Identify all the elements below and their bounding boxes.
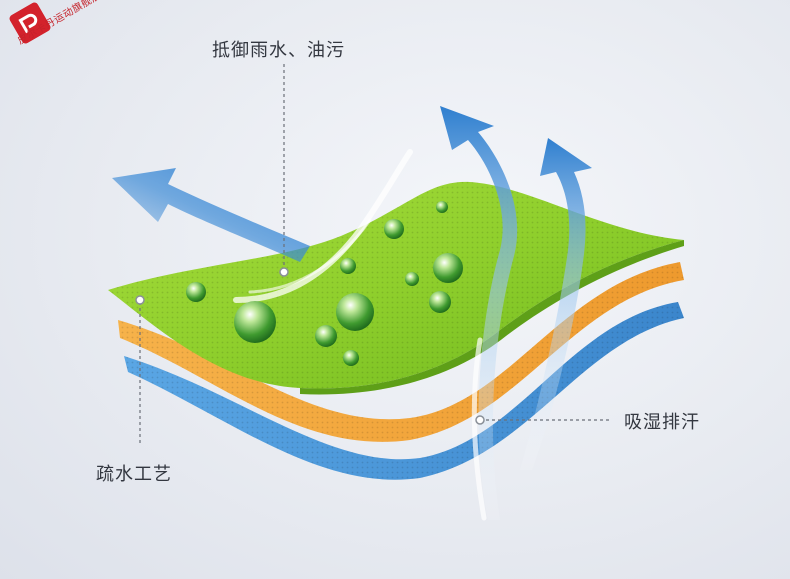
brand-logo: 皮尔卡丹运动旗舰店 [6,0,126,60]
callout-hydrophobic: 疏水工艺 [96,464,172,485]
water-droplet [384,219,404,239]
callout-dots [135,267,485,425]
water-droplet [186,282,206,302]
orange-layer [118,262,684,442]
brand-logo-mark [8,1,52,45]
evaporation-arrow-right [520,138,592,470]
water-droplet [433,253,463,283]
water-droplet [405,272,419,286]
water-droplet [336,293,374,331]
callout-wicking: 吸湿排汗 [624,412,700,433]
vapor-wisps [233,149,487,521]
blue-layer [124,302,684,480]
water-droplet [315,325,337,347]
callout-dot-hydrophobic [135,295,145,305]
water-droplet [343,350,359,366]
water-droplet [234,301,276,343]
evaporation-arrow-left [112,168,310,262]
water-droplet [340,258,356,274]
water-droplet [429,291,451,313]
evaporation-arrow-middle [440,106,518,520]
callout-leaders [139,64,612,446]
callout-waterproof: 抵御雨水、油污 [212,40,345,61]
water-droplets [186,201,463,366]
callout-dot-wicking [475,415,485,425]
callout-dot-waterproof [279,267,289,277]
water-droplet [436,201,448,213]
